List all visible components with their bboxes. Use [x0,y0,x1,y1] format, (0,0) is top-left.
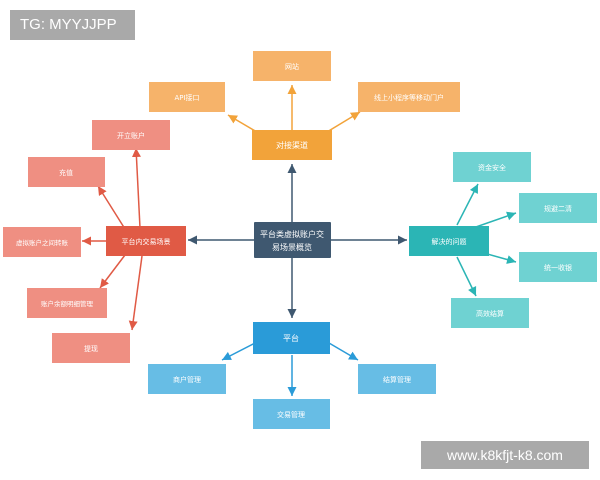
problem-item-label: 高效结算 [476,309,504,318]
problem-item-efficient-settlement: 高效结算 [451,298,529,328]
problem-item-label: 资金安全 [478,163,506,172]
platform-item-trade: 交易管理 [253,399,330,429]
internal-hub-label: 平台内交易场景 [122,237,171,246]
edge-problems-clearing [472,211,517,229]
internal-item-label: 虚拟账户之间转账 [16,238,69,247]
platform-hub: 平台 [253,322,330,354]
internal-item-ledger: 账户余额明细管理 [27,288,107,318]
platform-item-settlement: 结算管理 [358,364,436,394]
channels-hub-label: 对接渠道 [276,140,308,150]
edge-problems-settlement [456,256,477,297]
edge-internal-topup [97,185,126,230]
problems-hub-label: 解决的问题 [432,237,467,246]
center-label-line2: 易场景概览 [272,242,312,252]
channel-item-label: 线上小程序等移动门户 [374,93,444,102]
edge-platform-settle [328,342,359,361]
problem-item-avoid-clearing: 规避二清 [519,193,597,223]
problem-item-label: 规避二清 [544,204,572,213]
channel-item-api: API接口 [149,82,225,112]
watermark-bottom-right: www.k8kfjt-k8.com [421,441,589,469]
internal-item-open-account: 开立账户 [92,120,170,150]
problem-item-label: 统一收银 [544,263,572,272]
center-node: 平台类虚拟账户交 易场景概览 [254,222,331,258]
edge-internal-withdraw [128,255,143,331]
internal-item-label: 充值 [59,168,73,177]
problem-item-unified-cashier: 统一收银 [519,252,597,282]
center-label-line1: 平台类虚拟账户交 [260,229,324,239]
internal-item-label: 账户余额明细管理 [41,299,94,308]
watermark-top-left: TG: MYYJJPP [10,10,135,40]
internal-item-topup: 充值 [28,157,105,187]
edge-internal-ledger [99,254,126,289]
channel-item-label: 网站 [285,62,299,71]
edge-internal-open [131,147,141,229]
platform-hub-label: 平台 [283,333,299,343]
edge-problems-security [456,183,479,226]
internal-item-label: 提现 [84,344,98,353]
channel-item-label: API接口 [174,93,199,102]
internal-item-transfer: 虚拟账户之间转账 [3,227,81,257]
channels-hub: 对接渠道 [252,130,332,160]
platform-item-merchant: 商户管理 [148,364,226,394]
channel-item-mobile: 线上小程序等移动门户 [358,82,460,112]
platform-item-label: 商户管理 [173,375,201,384]
internal-item-withdraw: 提现 [52,333,130,363]
platform-item-label: 结算管理 [383,375,411,384]
internal-hub: 平台内交易场景 [106,226,186,256]
channel-item-website: 网站 [253,51,331,81]
edge-platform-merchant [221,342,256,361]
problem-item-fund-security: 资金安全 [453,152,531,182]
internal-item-label: 开立账户 [117,131,145,140]
problems-hub: 解决的问题 [409,226,489,256]
platform-item-label: 交易管理 [277,410,305,419]
